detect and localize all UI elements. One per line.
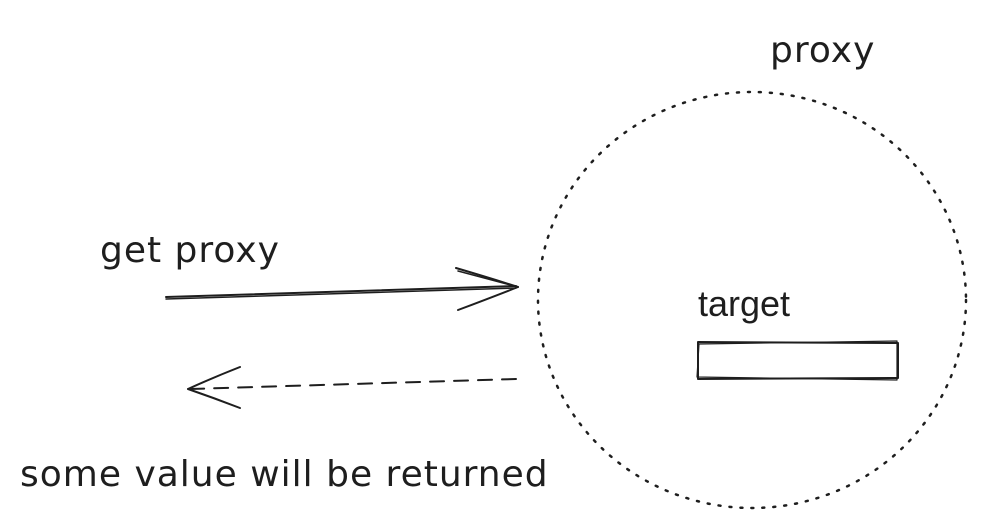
proxy-boundary-circle <box>536 90 968 510</box>
get-request-arrow <box>165 267 519 311</box>
return-value-label: some value will be returned <box>20 454 549 495</box>
target-box <box>696 340 899 381</box>
return-value-arrow <box>187 366 517 409</box>
proxy-title: proxy <box>770 30 875 71</box>
get-proxy-label: get proxy <box>100 230 280 271</box>
target-label: target <box>698 283 790 324</box>
